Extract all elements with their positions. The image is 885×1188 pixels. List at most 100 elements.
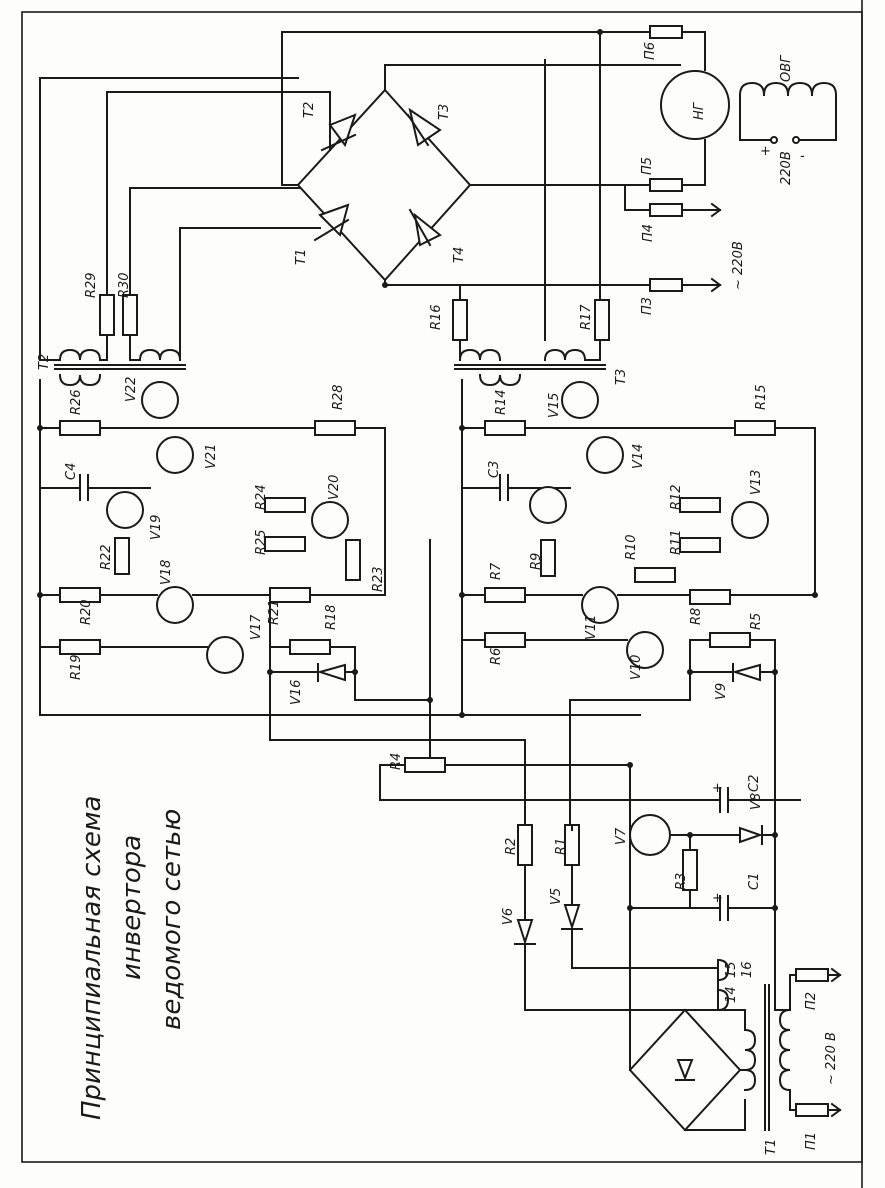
rectifier-bridge <box>628 1008 742 1132</box>
label-v22: V22 <box>124 377 139 402</box>
transistor-v17 <box>206 636 244 674</box>
fuse-p1 <box>795 1103 829 1117</box>
label-r4: R4 <box>389 753 404 770</box>
label-ovg: ОВГ <box>779 54 794 82</box>
resistor-r30 <box>122 294 138 336</box>
resistor-r25 <box>264 536 306 552</box>
label-220v-out: ~ 220В <box>731 241 746 290</box>
label-v10: V10 <box>629 655 644 680</box>
resistor-r16 <box>452 284 468 341</box>
diode-v5 <box>561 904 583 931</box>
transistor-v21 <box>156 436 194 474</box>
transistor-v7 <box>629 814 671 856</box>
thyristor-t2 <box>320 113 357 152</box>
title-line-3: ведомого сетью <box>157 809 187 1030</box>
potentiometer-r15 <box>734 420 776 436</box>
label-v20: V20 <box>327 475 342 500</box>
transistor-v20 <box>311 501 349 539</box>
label-v11: V11 <box>584 615 599 640</box>
label-t2: T2 <box>302 102 317 118</box>
transistor-v13-pair <box>529 486 567 524</box>
label-r30: R30 <box>117 272 132 298</box>
label-r15: R15 <box>754 384 769 410</box>
label-p5: П5 <box>640 157 655 175</box>
title-line-1: Принципиальная схема <box>77 796 107 1120</box>
transistor-v22 <box>141 381 179 419</box>
label-r22: R22 <box>99 544 114 570</box>
label-t3: T3 <box>437 104 452 120</box>
transistor-v11 <box>581 586 619 624</box>
fuse-p6 <box>649 25 683 39</box>
resistor-r14 <box>484 420 526 436</box>
label-r24: R24 <box>254 484 269 510</box>
transistor-v19 <box>106 491 144 529</box>
label-p6: П6 <box>643 42 658 60</box>
label-r20: R20 <box>79 599 94 625</box>
label-v6: V6 <box>501 908 516 925</box>
label-t1: T1 <box>294 249 309 265</box>
junction-dots <box>37 29 818 911</box>
thyristor-t4 <box>408 208 442 247</box>
resistor-r12 <box>679 497 721 513</box>
label-r10: R10 <box>624 534 639 560</box>
label-v18: V18 <box>159 560 174 585</box>
mains-transformer-t1 <box>684 958 792 1131</box>
transistor-v18 <box>156 586 194 624</box>
label-tr3: T3 <box>614 369 629 385</box>
label-ng: НГ <box>692 101 707 120</box>
label-r17: R17 <box>579 304 594 330</box>
potentiometer-r4 <box>404 757 446 773</box>
label-220v-field: 220В <box>779 151 794 185</box>
label-r19: R19 <box>69 654 84 680</box>
label-c1: C1 <box>747 873 762 890</box>
label-220v-in: ~ 220 В <box>824 1032 839 1085</box>
diode-v16 <box>316 663 346 682</box>
label-p4: П4 <box>641 224 656 242</box>
label-r8: R8 <box>689 608 704 625</box>
resistor-r19 <box>59 639 101 655</box>
label-t16: 16 <box>740 961 755 978</box>
label-v19: V19 <box>149 515 164 540</box>
diode-v6 <box>514 919 536 946</box>
pulse-transformer-t2 <box>39 334 186 387</box>
label-v16: V16 <box>289 680 304 705</box>
resistor-r6 <box>484 632 526 648</box>
label-r5: R5 <box>749 613 764 630</box>
resistor-r22 <box>114 537 130 575</box>
label-plus-c1: + <box>712 891 723 906</box>
potentiometer-r28 <box>314 420 356 436</box>
fuse-p5 <box>649 178 683 192</box>
transistor-v10 <box>626 631 664 669</box>
label-r2: R2 <box>504 838 519 855</box>
label-r6: R6 <box>489 648 504 665</box>
label-r7: R7 <box>489 562 504 580</box>
resistor-r9 <box>540 539 556 577</box>
label-r16: R16 <box>429 304 444 330</box>
resistor-r26 <box>59 420 101 436</box>
label-v13: V13 <box>749 470 764 495</box>
fuse-p3 <box>649 278 683 292</box>
label-r14: R14 <box>494 389 509 415</box>
label-t4: T4 <box>452 247 467 263</box>
fuse-p4 <box>649 203 683 217</box>
potentiometer-r10 <box>634 567 676 583</box>
label-v5: V5 <box>549 888 564 905</box>
label-p3: П3 <box>640 297 655 315</box>
label-tr2: T2 <box>37 354 52 370</box>
label-r23: R23 <box>371 566 386 592</box>
transistor-v15 <box>561 381 599 419</box>
capacitor-c4 <box>79 474 89 501</box>
title-block: Принципиальная схема инвертора ведомого … <box>77 796 187 1120</box>
label-r12: R12 <box>669 484 684 510</box>
diode-v9 <box>731 663 761 682</box>
label-t15: 15 <box>724 961 739 978</box>
resistor-r7 <box>484 587 526 603</box>
resistor-r24 <box>264 497 306 513</box>
resistor-r29 <box>99 294 115 336</box>
generator-ng: НГ <box>660 31 730 186</box>
label-v14: V14 <box>631 444 646 469</box>
pulse-transformer-t3 <box>454 339 606 387</box>
label-v7: V7 <box>614 827 629 845</box>
label-v15: V15 <box>547 393 562 418</box>
